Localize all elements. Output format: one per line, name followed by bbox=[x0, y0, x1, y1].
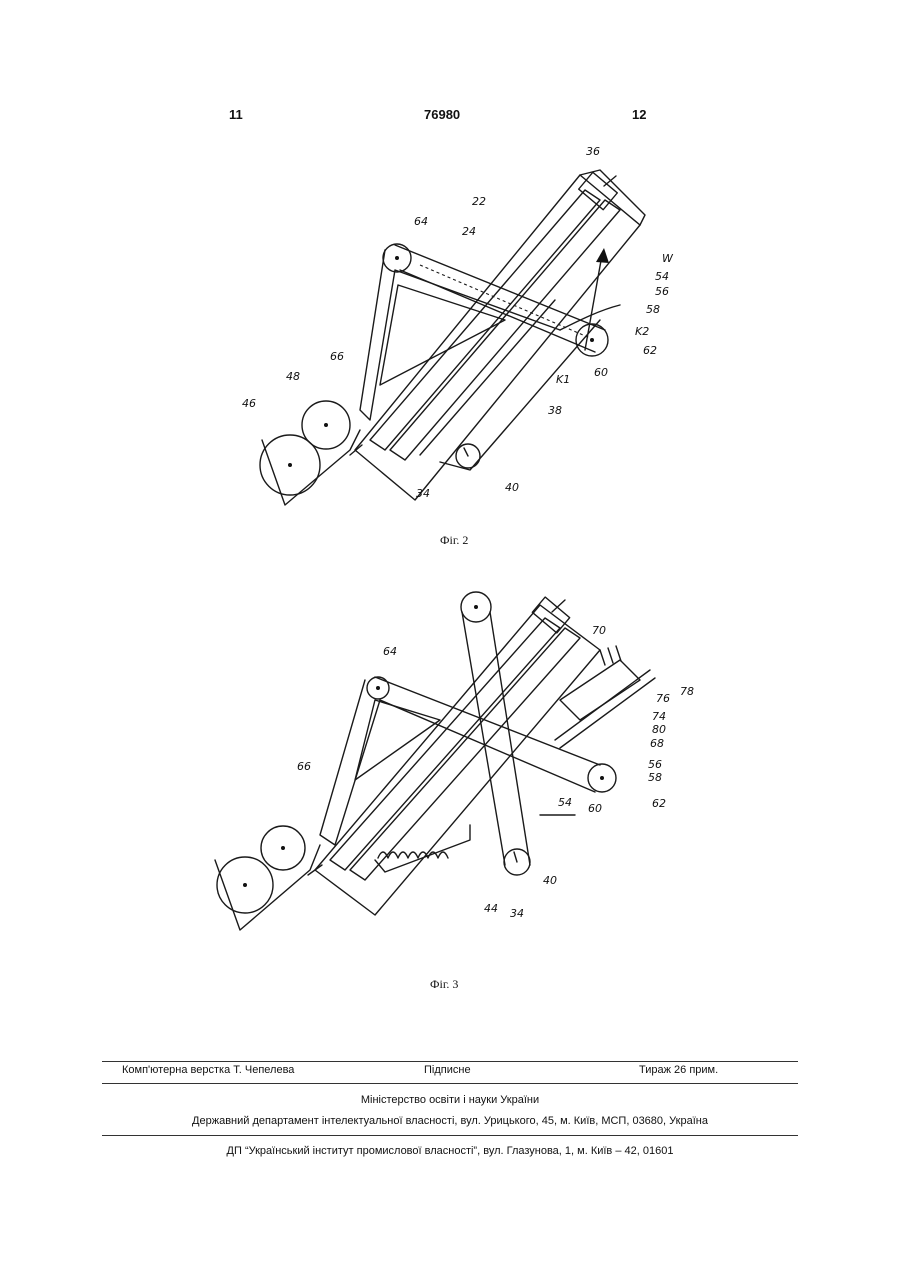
fig3-label: 62 bbox=[652, 797, 666, 810]
fig2-label: 66 bbox=[330, 350, 344, 363]
institute-line: ДП “Український інститут промислової вла… bbox=[102, 1145, 798, 1157]
fig3-label: 76 bbox=[656, 692, 670, 705]
patent-number: 76980 bbox=[424, 107, 460, 122]
ministry-line: Міністерство освіти і науки України bbox=[102, 1094, 798, 1106]
fig2-label: 22 bbox=[472, 195, 486, 208]
figure-3-drawing: 70 64 78 76 74 80 68 66 56 58 54 60 62 4… bbox=[0, 585, 901, 945]
footer-rule-middle bbox=[102, 1083, 798, 1084]
fig3-label: 68 bbox=[650, 737, 664, 750]
fig2-label: 62 bbox=[643, 344, 657, 357]
fig2-label: 24 bbox=[462, 225, 476, 238]
footer-rule-top bbox=[102, 1061, 798, 1062]
fig2-label: 54 bbox=[655, 270, 669, 283]
fig2-machine-outline bbox=[260, 170, 645, 505]
page-number-left: 11 bbox=[229, 107, 243, 122]
typesetting-credit: Комп'ютерна верстка Т. Чепелева bbox=[122, 1064, 294, 1076]
figure-3-caption: Фіг. 3 bbox=[430, 977, 458, 992]
fig3-label: 34 bbox=[510, 907, 524, 920]
fig2-label: 64 bbox=[414, 215, 428, 228]
fig3-label: 54 bbox=[558, 796, 572, 809]
fig3-label: 40 bbox=[543, 874, 557, 887]
fig2-label: 60 bbox=[594, 366, 608, 379]
signed-note: Підписне bbox=[424, 1064, 471, 1076]
fig2-label: 46 bbox=[242, 397, 256, 410]
fig2-label: K2 bbox=[635, 325, 649, 338]
fig2-label: 56 bbox=[655, 285, 669, 298]
circulation-note: Тираж 26 прим. bbox=[639, 1064, 718, 1076]
fig3-label: 66 bbox=[297, 760, 311, 773]
fig3-label: 60 bbox=[588, 802, 602, 815]
fig2-label: 38 bbox=[548, 404, 562, 417]
figure-2-drawing: 36 22 24 64 W 54 56 58 K2 62 60 K1 66 48… bbox=[0, 130, 901, 530]
fig3-label: 58 bbox=[648, 771, 662, 784]
fig2-label: 58 bbox=[646, 303, 660, 316]
fig3-label: 80 bbox=[652, 723, 666, 736]
fig3-label: 78 bbox=[680, 685, 694, 698]
figure-2-caption: Фіг. 2 bbox=[440, 533, 468, 548]
fig3-label: 44 bbox=[484, 902, 498, 915]
fig3-label: 56 bbox=[648, 758, 662, 771]
fig2-label: 48 bbox=[286, 370, 300, 383]
fig3-label: 74 bbox=[652, 710, 666, 723]
department-line: Державний департамент інтелектуальної вл… bbox=[102, 1115, 798, 1127]
fig3-label: 64 bbox=[383, 645, 397, 658]
fig2-label: K1 bbox=[556, 373, 570, 386]
fig2-label: 40 bbox=[505, 481, 519, 494]
fig3-machine-outline bbox=[215, 592, 655, 930]
fig2-label: 36 bbox=[586, 145, 600, 158]
fig2-label: W bbox=[662, 252, 674, 265]
fig2-label: 34 bbox=[416, 487, 430, 500]
footer-rule-bottom bbox=[102, 1135, 798, 1136]
fig3-label: 70 bbox=[592, 624, 606, 637]
page-number-right: 12 bbox=[632, 107, 646, 122]
